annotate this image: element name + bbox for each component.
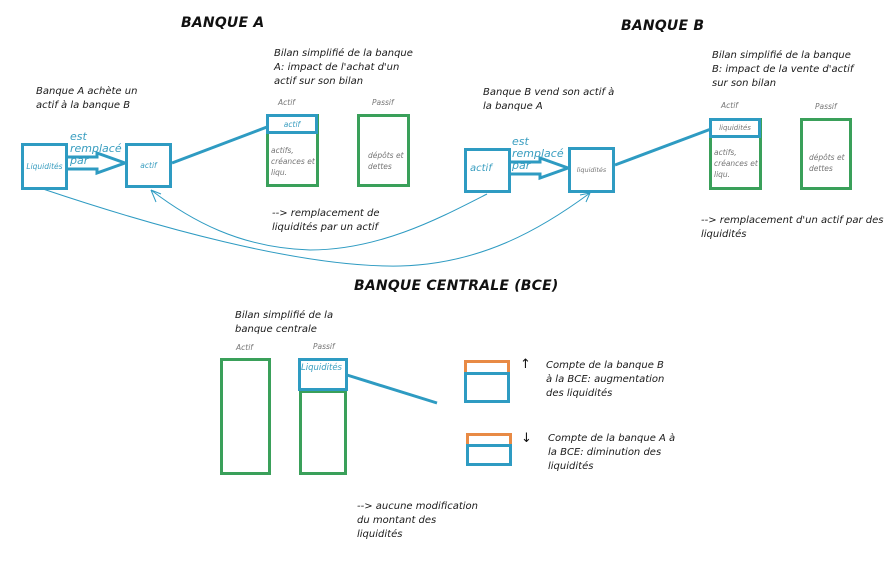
central-bank-liquidites-label: Liquidités bbox=[301, 363, 342, 373]
bank-b-passif-column: dépôts et dettes bbox=[800, 118, 852, 190]
bank-b-liquidites-label: liquidités bbox=[576, 166, 607, 174]
central-bank-passif-header: Passif bbox=[313, 342, 335, 351]
bank-a-actif-top-box: actif bbox=[266, 114, 318, 134]
bank-a-account-text: Compte de la banque A à la BCE: diminuti… bbox=[548, 433, 676, 472]
bank-a-actif-header: Actif bbox=[278, 98, 295, 107]
bank-a-actif-body: actifs, créances et liqu. bbox=[271, 146, 315, 177]
bank-a-liquidites-label: Liquidités bbox=[26, 162, 63, 171]
bank-b-liquidites-box: liquidités bbox=[568, 147, 615, 193]
bank-b-account-text: Compte de la banque B à la BCE: augmenta… bbox=[546, 360, 665, 399]
bank-a-actif-top-label: actif bbox=[283, 119, 301, 129]
bank-b-conclusion: --> remplacement d'un actif par des liqu… bbox=[701, 215, 884, 240]
bank-a-passif-header: Passif bbox=[372, 98, 394, 107]
bank-a-title: BANQUE A bbox=[181, 15, 265, 31]
bank-b-balance-title: Bilan simplifié de la banque B: impact d… bbox=[712, 50, 854, 89]
liquidity-flow-arrowhead bbox=[579, 192, 591, 203]
bank-a-link-line bbox=[171, 125, 268, 165]
bank-b-description: Banque B vend son actif à la banque A bbox=[483, 87, 615, 112]
bank-b-actif-top-box: liquidités bbox=[709, 118, 761, 138]
bank-a-liquidites-box: Liquidités bbox=[21, 143, 68, 190]
bank-a-actif-box: actif bbox=[125, 143, 172, 188]
bank-a-passif-body: dépôts et dettes bbox=[368, 151, 404, 171]
bank-b-replace-label: est remplacé par bbox=[512, 135, 564, 172]
asset-flow-curve bbox=[150, 189, 488, 251]
arrow-up-icon: ↑ bbox=[520, 357, 531, 372]
bank-a-balance-title: Bilan simplifié de la banque A: impact d… bbox=[274, 48, 413, 87]
bank-a-conclusion: --> remplacement de liquidités par un ac… bbox=[272, 208, 380, 233]
central-bank-title: BANQUE CENTRALE (BCE) bbox=[354, 278, 559, 294]
asset-flow-arrowhead bbox=[150, 189, 162, 203]
bank-b-passif-body: dépôts et dettes bbox=[809, 153, 845, 173]
central-bank-actif-header: Actif bbox=[236, 343, 253, 352]
central-bank-passif-column bbox=[299, 390, 347, 475]
bank-a-replace-label: est remplacé par bbox=[70, 130, 122, 167]
central-bank-actif-column bbox=[220, 358, 271, 475]
bank-b-actif-top-label: liquidités bbox=[719, 124, 751, 132]
bank-b-account-blue-box bbox=[464, 372, 510, 403]
bank-b-passif-header: Passif bbox=[815, 102, 837, 111]
bank-b-link-line bbox=[614, 127, 712, 167]
central-bank-balance-title: Bilan simplifié de la banque centrale bbox=[235, 310, 334, 335]
bank-a-account-blue-box bbox=[466, 444, 512, 466]
central-bank-liquidites-box: Liquidités bbox=[298, 358, 348, 391]
arrow-down-icon: ↓ bbox=[521, 431, 532, 446]
bank-a-description: Banque A achète un actif à la banque B bbox=[36, 86, 138, 111]
bank-b-actif-body: actifs, créances et liqu. bbox=[714, 148, 758, 179]
central-bank-conclusion: --> aucune modification du montant des l… bbox=[357, 501, 478, 540]
bank-b-title: BANQUE B bbox=[621, 18, 705, 34]
bank-b-actif-label: actif bbox=[470, 163, 492, 174]
bank-b-actif-box: actif bbox=[464, 148, 511, 193]
central-bank-link-line bbox=[346, 373, 438, 405]
liquidity-flow-curve bbox=[42, 188, 591, 267]
bank-a-actif-label: actif bbox=[140, 161, 157, 170]
bank-a-passif-column: dépôts et dettes bbox=[357, 114, 410, 187]
bank-b-actif-header: Actif bbox=[721, 101, 738, 110]
